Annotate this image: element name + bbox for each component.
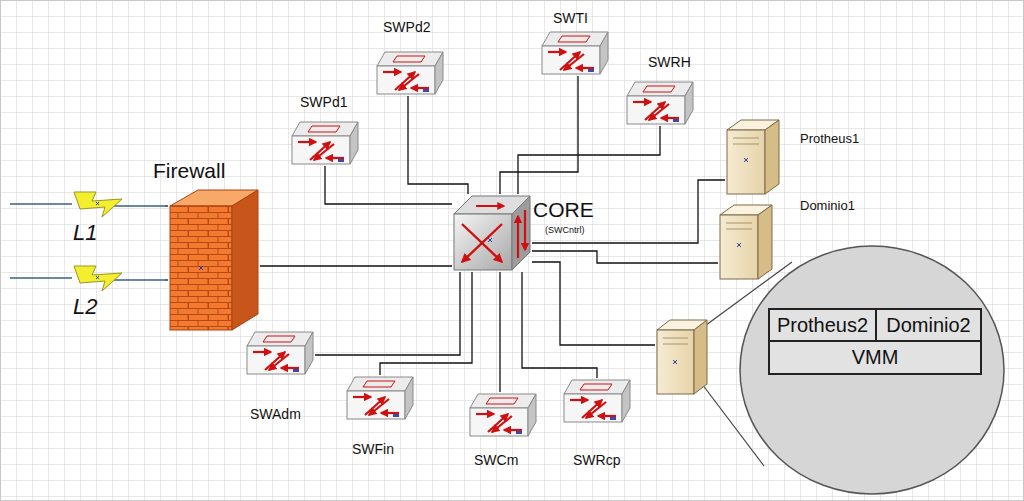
fw-icon xyxy=(168,188,260,332)
sw-icon xyxy=(562,378,632,424)
sw-icon xyxy=(290,120,360,166)
node-label: L2 xyxy=(73,294,97,319)
node-sublabel: (SWCntrl) xyxy=(545,225,585,235)
sw-icon xyxy=(345,375,415,421)
network-link xyxy=(165,205,168,206)
link-node: L1 xyxy=(10,190,165,218)
network-link xyxy=(325,166,452,204)
table-cell: Protheus2 xyxy=(768,308,877,342)
core-switch: CORE(SWCntrl) xyxy=(452,194,532,272)
node-label: SWRcp xyxy=(573,452,620,468)
network-link xyxy=(165,279,168,280)
firewall-node: Firewall xyxy=(168,188,260,332)
node-label: CORE xyxy=(533,198,594,222)
host-wire xyxy=(532,262,655,345)
switch-node: SWPd2 xyxy=(375,50,445,96)
switch-node: SWAdm xyxy=(245,330,315,376)
callout-circle xyxy=(740,246,1004,494)
sw-icon xyxy=(540,30,610,76)
network-link xyxy=(532,180,725,243)
node-label: Firewall xyxy=(153,159,225,183)
sw-icon xyxy=(245,330,315,376)
switch-node: SWRH xyxy=(625,80,695,126)
sw-icon xyxy=(468,392,538,438)
node-label: Dominio2 xyxy=(886,314,970,337)
switch-node: SWPd1 xyxy=(290,120,360,166)
network-link xyxy=(408,96,468,194)
bolt-icon xyxy=(10,264,165,292)
switch-node: SWRcp xyxy=(562,378,632,424)
node-label: SWFin xyxy=(352,441,394,457)
table-cell: VMM xyxy=(768,340,982,375)
network-link xyxy=(260,265,452,266)
server-node: Protheus1 xyxy=(725,118,781,196)
srv-icon xyxy=(725,118,781,196)
sw-icon xyxy=(375,50,445,96)
node-label: Dominio1 xyxy=(800,199,855,214)
link-node: L2 xyxy=(10,264,165,292)
network-link xyxy=(522,272,597,378)
sw-icon xyxy=(625,80,695,126)
node-label: SWRH xyxy=(648,54,691,70)
switch-node: SWTI xyxy=(540,30,610,76)
switch-node: SWFin xyxy=(345,375,415,421)
network-link xyxy=(499,272,500,392)
server-icon xyxy=(657,320,707,394)
node-label: SWPd2 xyxy=(383,19,430,35)
node-label: Protheus1 xyxy=(800,132,859,147)
network-link xyxy=(380,272,472,375)
node-label: VMM xyxy=(852,346,899,369)
network-link xyxy=(500,76,578,194)
node-label: Protheus2 xyxy=(777,314,868,337)
network-link xyxy=(518,126,660,194)
network-link xyxy=(315,272,460,355)
node-label: L1 xyxy=(73,220,97,245)
node-label: SWPd1 xyxy=(300,94,347,110)
bolt-icon xyxy=(10,190,165,218)
node-label: SWCm xyxy=(474,452,518,468)
server-node: Dominio1 xyxy=(718,203,776,281)
srv-icon xyxy=(718,203,776,281)
switch-node: SWCm xyxy=(468,392,538,438)
network-link xyxy=(532,251,718,263)
table-cell: Dominio2 xyxy=(875,308,982,342)
node-label: SWTI xyxy=(553,10,588,26)
core-icon xyxy=(452,194,532,272)
node-label: SWAdm xyxy=(250,406,301,422)
